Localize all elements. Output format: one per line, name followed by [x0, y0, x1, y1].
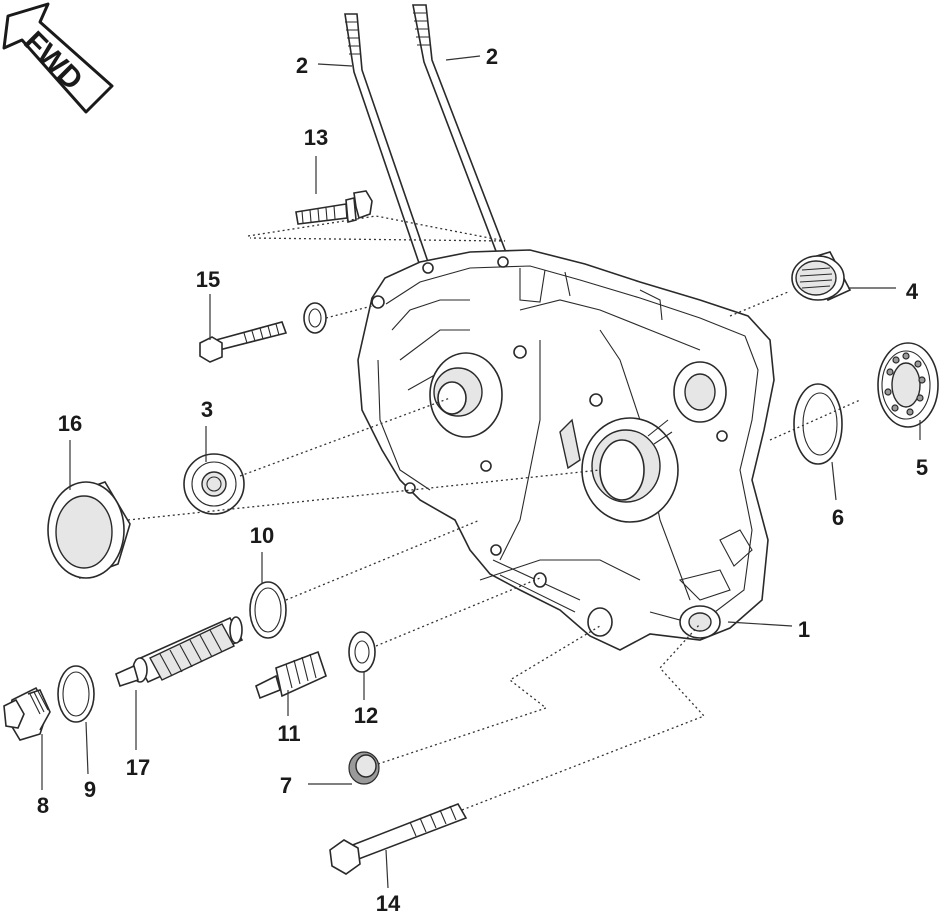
callout-17: 17: [125, 755, 151, 780]
assembly-lines: [127, 215, 861, 811]
o-ring-9: [57, 665, 95, 723]
crankcase-hole-oil: [533, 572, 547, 588]
callout-2-left: 2: [295, 53, 309, 78]
callout-5: 5: [915, 455, 929, 480]
callout-15: 15: [195, 267, 221, 292]
washer-12: [348, 631, 376, 673]
callout-16: 16: [57, 411, 83, 436]
drain-plug-8: [3, 686, 51, 741]
callout-12: 12: [353, 703, 379, 728]
washer-small: [303, 302, 327, 334]
sleeve-16: [47, 481, 131, 580]
callout-14: 14: [375, 891, 401, 916]
oil-jet-11: [255, 650, 327, 700]
bolt-15: [199, 321, 288, 363]
callout-6: 6: [831, 505, 845, 530]
crankcase-hole-lower: [587, 607, 613, 637]
o-ring-10: [249, 581, 287, 639]
stud-left: [344, 13, 429, 268]
callout-7: 7: [279, 773, 293, 798]
crankcase-boss-left: [429, 352, 503, 438]
crankcase-boss-right: [673, 361, 727, 423]
crankcase-boss-center: [559, 417, 679, 523]
needle-bearing-4: [791, 251, 852, 302]
forward-arrow-icon: FWD: [2, 2, 114, 114]
ball-bearing-5: [877, 342, 939, 428]
callout-10: 10: [249, 523, 275, 548]
callout-13: 13: [303, 125, 329, 150]
callout-8: 8: [36, 793, 50, 818]
oil-strainer-17: [115, 616, 244, 688]
callout-1: 1: [797, 617, 811, 642]
callout-2-right: 2: [485, 44, 499, 69]
bolt-13: [295, 190, 373, 225]
plug-7: [348, 751, 380, 785]
callout-9: 9: [83, 777, 97, 802]
leader-lines: [41, 55, 921, 889]
callout-4: 4: [905, 279, 919, 304]
callout-3: 3: [200, 397, 214, 422]
bolt-14: [329, 803, 468, 875]
crankcase-drain-hole: [679, 605, 721, 639]
seal-ring-6: [793, 383, 843, 465]
callout-11: 11: [277, 721, 301, 746]
oil-seal-3: [183, 453, 245, 515]
